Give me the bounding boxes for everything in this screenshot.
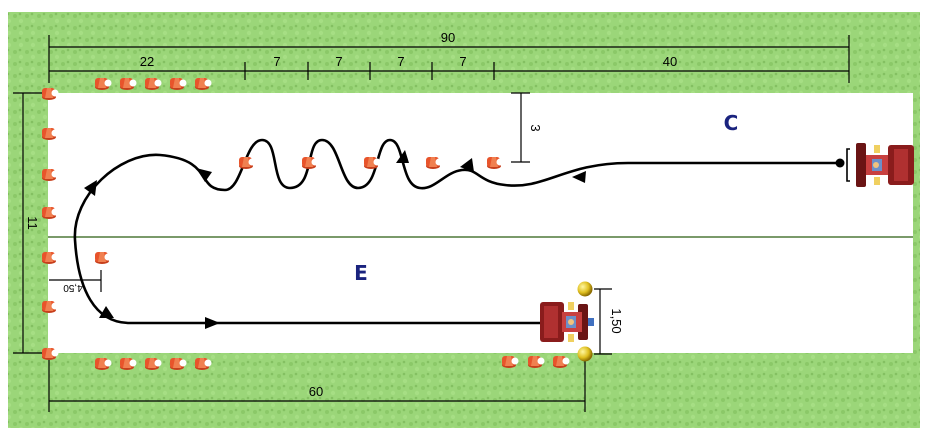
dim-segment-slalom-4: 7 [459, 54, 466, 69]
arrowhead-icon [572, 171, 586, 183]
dim-total-length: 90 [441, 30, 455, 45]
tractor-icon [540, 302, 594, 342]
arrowhead-icon [460, 158, 474, 172]
gate-width-dimension [594, 288, 612, 355]
top-dimensions [48, 35, 850, 83]
zone-label-upper: C [724, 111, 739, 135]
dim-gate-width: 1,50 [609, 308, 624, 333]
arrowhead-icon [84, 180, 97, 196]
gate-ball-icon [577, 346, 593, 362]
track-area [48, 93, 913, 353]
start-point [835, 158, 845, 168]
turn-offset-dimension [49, 270, 102, 292]
dim-width: 11 [25, 216, 40, 230]
dim-segment-slalom-1: 7 [273, 54, 280, 69]
dim-turn-offset: 4,50 [63, 282, 83, 293]
dim-return-length: 60 [309, 384, 323, 399]
driving-path [73, 138, 842, 325]
lane-offset-dimension [511, 92, 530, 163]
width-dimension [13, 92, 45, 354]
gate-ball-icon [577, 281, 593, 297]
zone-label-lower: E [354, 261, 368, 285]
dim-segment-slalom-2: 7 [335, 54, 342, 69]
dim-segment-end: 40 [663, 54, 677, 69]
dim-segment-slalom-3: 7 [397, 54, 404, 69]
tractor-icon [846, 143, 914, 187]
arrowhead-icon [196, 168, 212, 182]
arrowhead-icon [205, 317, 220, 329]
cones-bottom-right-row [502, 356, 570, 368]
return-length-dimension [48, 358, 586, 412]
dim-segment-start: 22 [140, 54, 154, 69]
arrowhead-icon [99, 306, 114, 318]
dim-lane-offset: 3 [528, 124, 543, 131]
path-arrowheads [84, 150, 586, 329]
arrowhead-icon [396, 150, 409, 163]
